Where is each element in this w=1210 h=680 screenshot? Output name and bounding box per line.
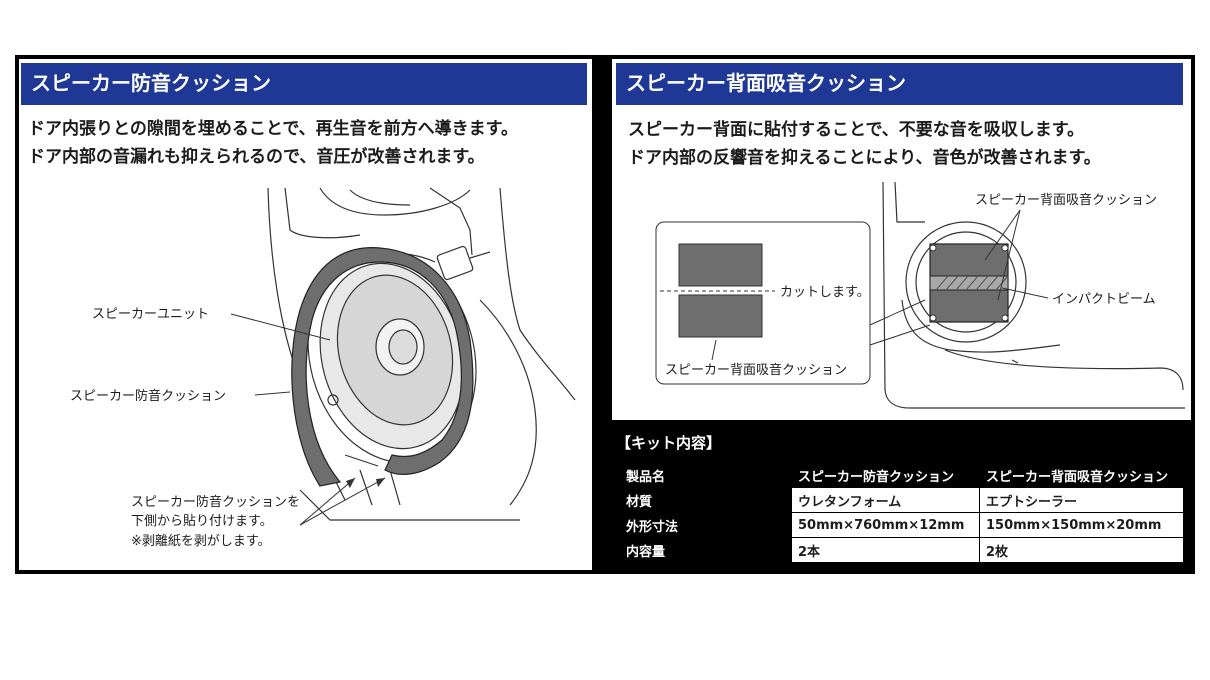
label-rear-cushion-inset: スピーカー背面吸音クッション xyxy=(665,362,847,378)
right-desc-line2: ドア内部の反響音を抑えることにより、音色が改善されます。 xyxy=(628,148,1101,168)
label-cut: カットします。 xyxy=(780,285,870,300)
header-cell: スピーカー背面吸音クッション xyxy=(979,462,1184,488)
header-cell: スピーカー防音クッション xyxy=(791,462,980,488)
left-title: スピーカー防音クッション xyxy=(21,63,587,105)
label-speaker-unit: スピーカーユニット xyxy=(92,307,209,322)
table-cell: エプトシーラー xyxy=(979,487,1184,513)
header-cell: 製品名 xyxy=(619,462,792,488)
table-row: 材質 ウレタンフォーム エプトシーラー xyxy=(619,487,1184,513)
cushion-piece-top xyxy=(678,243,763,287)
door-rear-illustration xyxy=(882,181,1185,409)
label-impact-beam: インパクトビーム xyxy=(1052,292,1156,307)
label-note-3: ※剥離紙を剥がします。 xyxy=(131,534,271,549)
right-description: スピーカー背面に貼付することで、不要な音を吸収します。 ドア内部の反響音を抑える… xyxy=(628,116,1101,172)
right-desc-line1: スピーカー背面に貼付することで、不要な音を吸収します。 xyxy=(628,120,1085,140)
row-label: 材質 xyxy=(619,487,792,513)
label-cushion: スピーカー防音クッション xyxy=(70,388,226,404)
left-desc-line1: ドア内張りとの隙間を埋めることで、再生音を前方へ導きます。 xyxy=(28,119,518,139)
table-cell: 50mm×760mm×12mm xyxy=(791,512,980,538)
row-label: 外形寸法 xyxy=(619,512,792,538)
right-title: スピーカー背面吸音クッション xyxy=(616,63,1183,105)
label-note-1: スピーカー防音クッションを xyxy=(131,494,300,510)
table-row: 外形寸法 50mm×760mm×12mm 150mm×150mm×20mm xyxy=(619,512,1184,538)
row-label: 内容量 xyxy=(619,537,792,563)
left-desc-line2: ドア内部の音漏れも抑えられるので、音圧が改善されます。 xyxy=(28,147,485,167)
left-description: ドア内張りとの隙間を埋めることで、再生音を前方へ導きます。 ドア内部の音漏れも抑… xyxy=(28,115,518,171)
cushion-piece-bottom xyxy=(678,294,763,338)
kit-title: 【キット内容】 xyxy=(616,434,722,452)
cushion-strip xyxy=(291,247,474,487)
table-cell: 150mm×150mm×20mm xyxy=(979,512,1184,538)
table-cell: 2枚 xyxy=(979,537,1184,563)
label-rear-cushion-door: スピーカー背面吸音クッション xyxy=(975,192,1157,208)
table-cell: 2本 xyxy=(791,537,980,563)
label-note-2: 下側から貼り付けます。 xyxy=(131,514,273,529)
table-cell: ウレタンフォーム xyxy=(791,487,980,513)
table-row: 内容量 2本 2枚 xyxy=(619,537,1184,563)
kit-table: 製品名 スピーカー防音クッション スピーカー背面吸音クッション 材質 ウレタンフ… xyxy=(619,462,1184,563)
table-header-row: 製品名 スピーカー防音クッション スピーカー背面吸音クッション xyxy=(619,462,1184,488)
